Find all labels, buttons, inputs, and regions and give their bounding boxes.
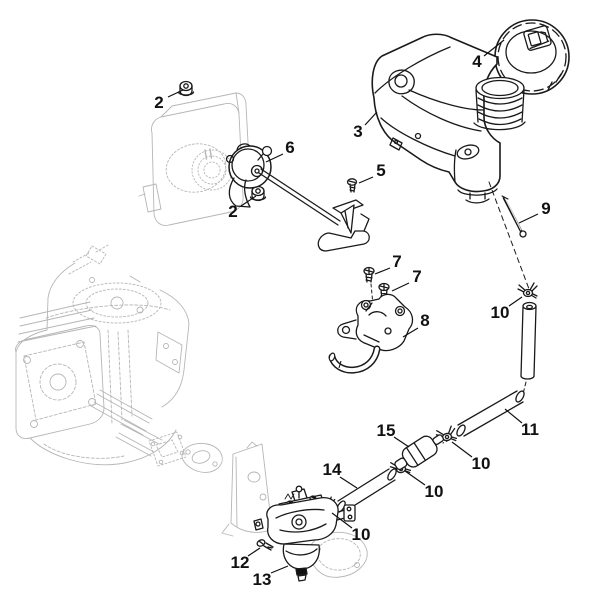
leader-line-15-18	[393, 436, 410, 448]
leader-line-3-2	[364, 111, 378, 126]
carburetor-art	[253, 485, 356, 582]
muffler-phantom	[138, 92, 251, 226]
leader-line-11-14	[504, 408, 523, 424]
leader-line-9-9	[518, 213, 539, 224]
fuel-tank-art	[371, 33, 501, 204]
hose-clamp-art	[517, 282, 538, 299]
leader-line-7-6	[374, 267, 391, 275]
leader-line-4-3	[483, 39, 505, 57]
leader-line-10-12	[404, 470, 426, 486]
leader-line-13-16	[270, 565, 289, 574]
fuel-hose-vertical-art	[520, 301, 537, 395]
callout-4-3: 4	[472, 52, 482, 71]
engine-block-phantom	[15, 244, 190, 466]
bowl-screw-art	[256, 539, 274, 551]
screw-art	[363, 266, 375, 306]
pump-hose-art	[328, 345, 381, 374]
callout-10-12: 10	[424, 482, 444, 501]
suction-pipe-art	[488, 181, 530, 290]
throttle-bracket-art	[317, 199, 370, 252]
callout-2-1: 2	[228, 202, 238, 221]
screw-art	[346, 178, 358, 193]
governor-vane-art	[225, 143, 341, 226]
fuel-filter-art	[394, 434, 444, 471]
callout-2-0: 2	[154, 93, 164, 112]
leader-line-2-0	[167, 89, 184, 98]
leader-line-2-1	[240, 195, 257, 207]
leader-line-10-11	[451, 441, 473, 458]
callout-12-15: 12	[230, 553, 250, 572]
callout-6-5: 6	[285, 138, 295, 157]
leader-line-12-15	[247, 547, 261, 557]
hex-nut-art	[177, 80, 195, 97]
callout-8-8: 8	[420, 311, 430, 330]
callout-3-2: 3	[353, 122, 363, 141]
tank-neck-art	[473, 76, 526, 131]
fuel-pump-art	[337, 293, 414, 352]
leader-lines	[167, 39, 539, 574]
callout-10-13: 10	[351, 525, 371, 544]
callout-10-11: 10	[471, 454, 491, 473]
callout-7-7: 7	[412, 267, 422, 286]
callout-11-14: 11	[521, 420, 539, 439]
leader-line-10-13	[331, 512, 353, 529]
callout-10-10: 10	[490, 303, 510, 322]
leader-line-14-17	[339, 476, 358, 489]
leader-line-7-7	[391, 282, 410, 292]
callout-9-9: 9	[541, 199, 551, 218]
callout-15-18: 15	[376, 421, 396, 440]
leader-line-6-5	[265, 153, 284, 163]
leader-line-8-8	[402, 327, 419, 338]
callout-14-17: 14	[322, 460, 342, 479]
leader-line-10-10	[508, 296, 523, 307]
callout-13-16: 13	[252, 570, 272, 589]
leader-line-5-4	[358, 176, 374, 184]
callout-7-6: 7	[392, 252, 402, 271]
callout-5-4: 5	[376, 161, 386, 180]
fuel-hose-diagonal-art	[442, 390, 525, 444]
